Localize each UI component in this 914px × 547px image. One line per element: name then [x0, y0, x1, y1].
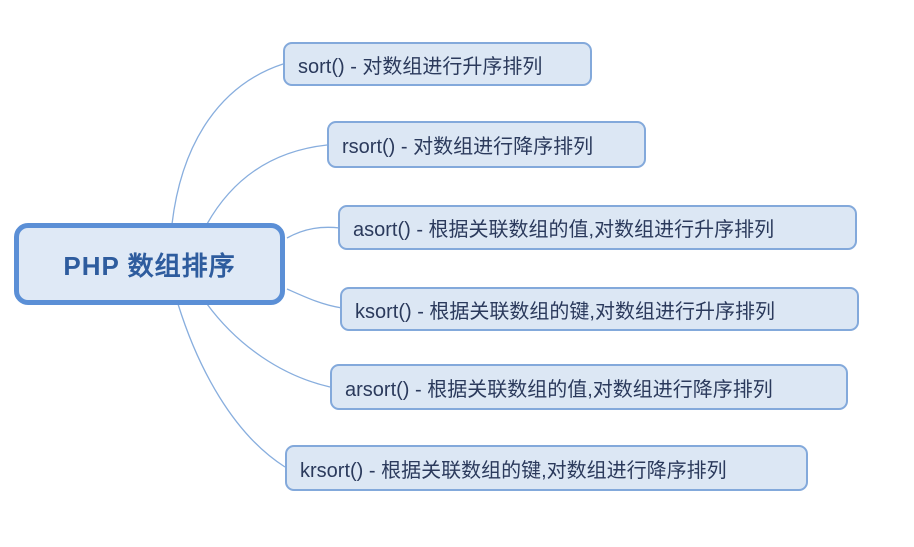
branch-node-label: ksort() - 根据关联数组的键,对数组进行升序排列 [355, 300, 775, 323]
branch-node-rsort[interactable]: rsort() - 对数组进行降序排列 [327, 121, 646, 168]
branch-node-label: sort() - 对数组进行升序排列 [298, 55, 543, 78]
branch-node-label: rsort() - 对数组进行降序排列 [342, 136, 594, 158]
root-node[interactable]: PHP 数组排序 [14, 223, 285, 305]
branch-node-krsort[interactable]: krsort() - 根据关联数组的键,对数组进行降序排列 [285, 445, 808, 491]
connector-line-ksort [286, 288, 343, 309]
connector-line-sort [171, 63, 284, 225]
branch-node-ksort[interactable]: ksort() - 根据关联数组的键,对数组进行升序排列 [340, 287, 859, 331]
branch-node-sort[interactable]: sort() - 对数组进行升序排列 [283, 42, 592, 86]
root-node-label: PHP 数组排序 [63, 250, 236, 281]
connector-line-asort [286, 226, 341, 239]
connector-line-arsort [206, 303, 331, 388]
connector-line-rsort [206, 144, 328, 225]
branch-node-asort[interactable]: asort() - 根据关联数组的值,对数组进行升序排列 [338, 205, 857, 250]
branch-node-label: asort() - 根据关联数组的值,对数组进行升序排列 [353, 219, 775, 241]
branch-node-arsort[interactable]: arsort() - 根据关联数组的值,对数组进行降序排列 [330, 364, 848, 410]
connector-line-krsort [177, 303, 286, 468]
branch-node-label: arsort() - 根据关联数组的值,对数组进行降序排列 [345, 378, 773, 401]
branch-node-label: krsort() - 根据关联数组的键,对数组进行降序排列 [300, 459, 727, 482]
